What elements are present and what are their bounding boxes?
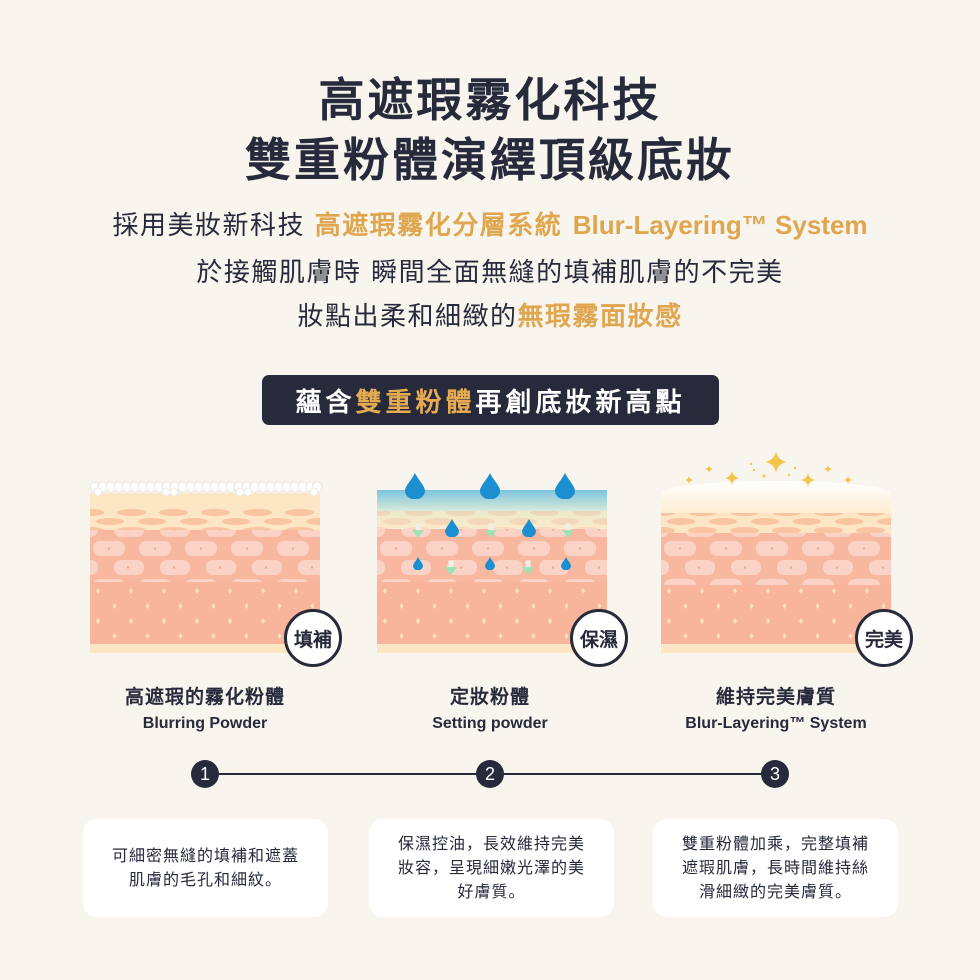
banner-prefix: 蘊含 — [295, 387, 356, 418]
intro-line3-prefix: 妝點出柔和細緻的 — [297, 302, 518, 332]
description-card-1: 可細密無縫的填補和遮蓋肌膚的毛孔和細紋。 — [83, 819, 328, 917]
intro-line1-highlight-en: Blur-Layering™ System — [572, 210, 868, 240]
step-marker-3: 3 — [761, 760, 789, 788]
intro-line3: 妝點出柔和細緻的無瑕霧面妝感 — [0, 296, 980, 333]
banner-suffix: 再創底妝新高點 — [475, 387, 686, 418]
feature-title-zh: 高遮瑕的霧化粉體 — [124, 686, 285, 708]
intro-line1: 採用美妝新科技 高遮瑕霧化分層系統 Blur-Layering™ System — [0, 205, 980, 242]
feature-title-en: Blurring Powder — [142, 715, 268, 732]
step-marker-1: 1 — [191, 760, 219, 788]
skin-illustration-setting — [377, 463, 607, 653]
description-card-3: 雙重粉體加乘，完整填補遮瑕肌膚，長時間維持絲滑細緻的完美膚質。 — [653, 819, 898, 917]
intro-line1-prefix: 採用美妝新科技 — [112, 211, 315, 241]
feature-title-en: Blur-Layering™ System — [685, 715, 867, 732]
feature-title-zh: 維持完美膚質 — [715, 686, 836, 708]
intro-line3-highlight: 無瑕霧面妝感 — [517, 302, 683, 332]
feature-label-3: 維持完美膚質 Blur-Layering™ System — [636, 682, 916, 733]
feature-title-zh: 定妝粉體 — [449, 686, 530, 708]
badge-moisturize: 保濕 — [570, 609, 628, 667]
skin-illustration-perfect — [661, 451, 891, 653]
intro-line1-highlight-zh: 高遮瑕霧化分層系統 — [314, 211, 573, 241]
intro-line2: 於接觸肌膚時 瞬間全面無縫的填補肌膚的不完美 — [196, 258, 784, 288]
page-title-line1: 高遮瑕霧化科技 — [318, 73, 662, 127]
page-title-line2: 雙重粉體演繹頂級底妝 — [245, 133, 735, 187]
step-marker-2: 2 — [476, 760, 504, 788]
feature-title-en: Setting powder — [432, 715, 548, 732]
feature-label-1: 高遮瑕的霧化粉體 Blurring Powder — [65, 682, 345, 733]
badge-perfect: 完美 — [855, 609, 913, 667]
banner-highlight: 雙重粉體 — [355, 387, 476, 418]
feature-label-2: 定妝粉體 Setting powder — [350, 682, 630, 733]
badge-fill: 填補 — [284, 609, 342, 667]
skin-illustration-blurring — [89, 463, 323, 653]
highlight-banner: 蘊含雙重粉體 再創底妝新高點 — [262, 375, 719, 425]
description-card-2: 保濕控油，長效維持完美妝容，呈現細嫩光澤的美好膚質。 — [369, 819, 614, 917]
